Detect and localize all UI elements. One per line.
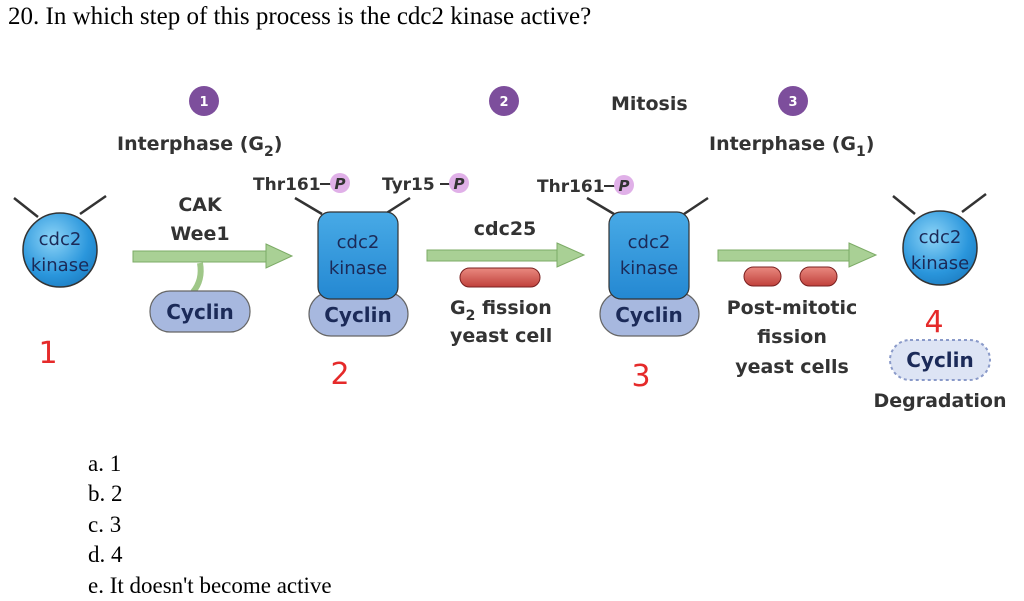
kinase2-line1: cdc2: [337, 232, 380, 253]
cdc2-kinase-step4: cdc2 kinase: [892, 193, 987, 286]
kinase1-line2: kinase: [31, 255, 89, 276]
arrow-2: [426, 242, 586, 268]
cyclin-degrading: Cyclin Degradation: [873, 339, 1007, 412]
cdc2-cyclin-complex-step2: cdc2 kinase Cyclin: [294, 196, 411, 337]
post-mitotic-cells: Post-mitotic fission yeast cells: [727, 266, 858, 378]
mitosis-title: Mitosis: [611, 93, 688, 115]
option-a[interactable]: a. 1: [88, 451, 122, 476]
arrow-3: [717, 242, 878, 268]
stage-badge-1-label: 1: [199, 95, 208, 110]
phospho-site-thr161-b-label: Thr161: [537, 177, 605, 197]
stage-badge-3: 3: [778, 86, 808, 116]
cyclin-free: Cyclin: [149, 262, 251, 333]
phospho-site-tyr15: Tyr15 P: [382, 173, 469, 195]
phospho-site-thr161-a: Thr161 P: [253, 173, 350, 195]
option-b[interactable]: b. 2: [88, 481, 123, 507]
option-c[interactable]: c. 3: [88, 511, 122, 537]
g2-fission-yeast-cell: G2 fission yeast cell: [450, 267, 552, 347]
kinase4-line2: kinase: [911, 253, 969, 274]
cyclin-step2-label: Cyclin: [324, 303, 392, 327]
enzyme-cdc25: cdc25: [474, 218, 537, 240]
stage-badge-1: 1: [189, 86, 219, 116]
cyclin-step3-label: Cyclin: [615, 303, 683, 327]
kinase4-line1: cdc2: [919, 227, 962, 248]
arrow-1: [132, 243, 294, 269]
interphase-g2-title: Interphase (G2): [117, 133, 282, 160]
kinase2-line2: kinase: [329, 258, 387, 279]
phospho-mark-c: P: [619, 177, 630, 195]
question-text: 20. In which step of this process is the…: [8, 3, 592, 30]
option-e[interactable]: e. It doesn't become active: [88, 572, 332, 598]
enzyme-wee1: Wee1: [170, 223, 229, 245]
cdc2-cyclin-complex-step3: cdc2 kinase Cyclin: [586, 196, 709, 337]
option-d[interactable]: d. 4: [88, 542, 123, 568]
step-number-2: 2: [330, 357, 349, 392]
step-number-4: 4: [924, 305, 943, 340]
g2-cell-label-line1: G2 fission: [450, 297, 552, 324]
kinase3-line2: kinase: [620, 258, 678, 279]
cell-cycle-diagram: 1 2 3 Interphase (G2) Mitosis Interphase…: [13, 86, 1007, 412]
cyclin-free-label: Cyclin: [166, 300, 234, 324]
answer-options: a. 1 b. 2 c. 3 d. 4 e. It doesn't become…: [88, 449, 332, 601]
phospho-site-thr161-b: Thr161 P: [537, 175, 634, 197]
kinase1-line1: cdc2: [39, 229, 82, 250]
enzyme-cak: CAK: [178, 194, 223, 216]
post-mitotic-label-line1: Post-mitotic: [727, 297, 858, 319]
interphase-g1-title: Interphase (G1): [709, 133, 874, 160]
post-mitotic-label-line3: yeast cells: [735, 356, 849, 378]
step-number-3: 3: [631, 359, 650, 394]
cdc2-kinase-step1: cdc2 kinase: [13, 194, 107, 288]
kinase3-line1: cdc2: [628, 232, 671, 253]
phospho-site-tyr15-label: Tyr15: [382, 175, 435, 195]
phospho-mark-b: P: [454, 175, 465, 193]
step-number-1: 1: [38, 336, 57, 371]
post-mitotic-label-line2: fission: [757, 326, 827, 348]
stage-badge-3-label: 3: [788, 95, 797, 110]
phospho-site-thr161-a-label: Thr161: [253, 175, 321, 195]
g2-cell-label-line2: yeast cell: [450, 325, 552, 347]
cyclin-degrading-label: Cyclin: [906, 348, 974, 372]
phospho-mark-a: P: [335, 175, 346, 193]
stage-badge-2-label: 2: [499, 95, 508, 110]
stage-badge-2: 2: [489, 86, 519, 116]
degradation-label: Degradation: [873, 390, 1006, 412]
